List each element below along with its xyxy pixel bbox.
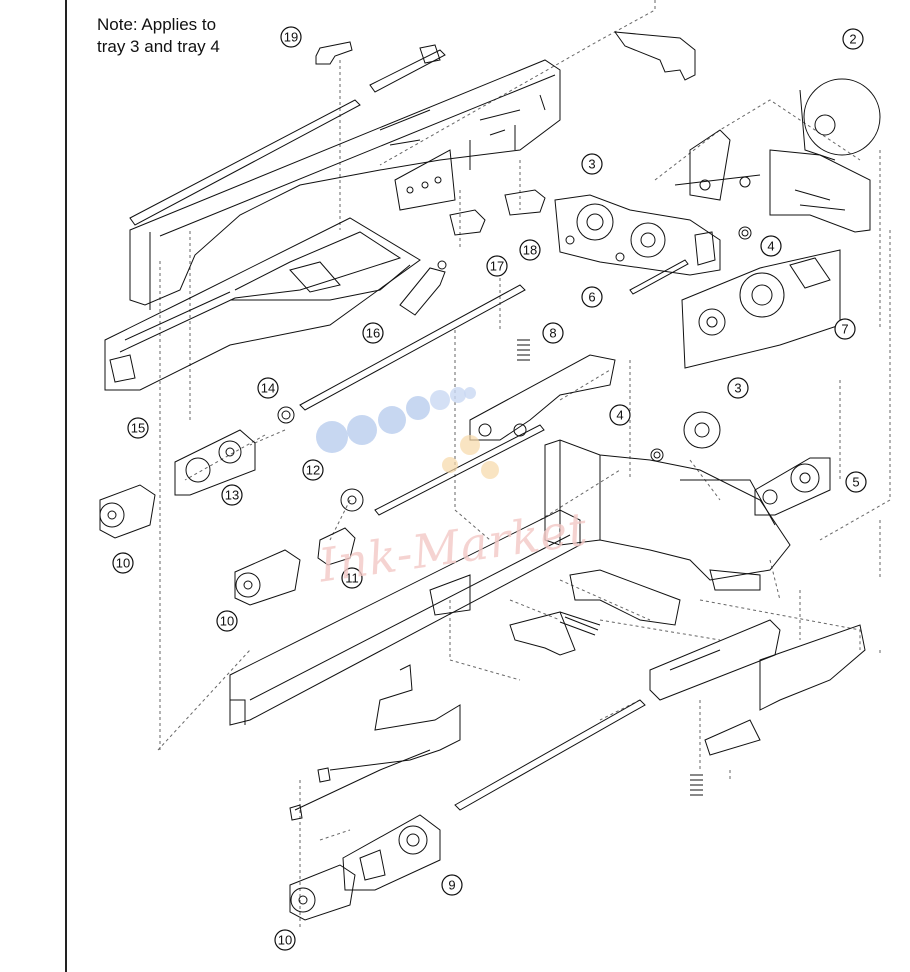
svg-text:8: 8 <box>549 326 556 341</box>
svg-text:7: 7 <box>841 322 848 337</box>
upper-frame <box>129 59 561 310</box>
watermark-dots <box>316 387 499 479</box>
svg-text:12: 12 <box>306 463 320 478</box>
svg-text:3: 3 <box>588 157 595 172</box>
spring-lower <box>559 611 601 636</box>
callout-4-lower: 4 <box>609 404 631 426</box>
part-3-gear-group <box>554 194 721 276</box>
part-17-clip <box>449 209 486 236</box>
callout-14: 14 <box>257 377 279 399</box>
callout-2: 2 <box>842 28 864 50</box>
part-2-motor <box>674 78 881 201</box>
callout-12: 12 <box>302 459 324 481</box>
part-8-spring <box>517 339 530 361</box>
callout-4-upper: 4 <box>760 235 782 257</box>
motor-bracket <box>769 149 871 233</box>
lower-crossbar <box>229 509 581 726</box>
pick-arm-assembly <box>469 354 616 441</box>
callout-18: 18 <box>519 239 541 261</box>
actuator-bracket <box>569 569 681 626</box>
svg-text:10: 10 <box>220 614 234 629</box>
svg-text:6: 6 <box>588 290 595 305</box>
callout-5: 5 <box>845 471 867 493</box>
part-11-roller <box>317 527 356 566</box>
sensor-cable <box>289 664 461 821</box>
part-4-washer <box>738 226 752 240</box>
callout-8: 8 <box>542 322 564 344</box>
callout-19: 19 <box>280 26 302 48</box>
callout-6: 6 <box>581 286 603 308</box>
callout-10-upper: 10 <box>112 552 134 574</box>
part-5-gear-group <box>754 457 831 516</box>
svg-text:9: 9 <box>448 878 455 893</box>
side-frame <box>544 439 791 591</box>
svg-text:19: 19 <box>284 30 298 45</box>
assembly-guide-lines <box>157 0 891 930</box>
part-4-washer-lower <box>650 448 664 462</box>
top-bracket <box>613 31 696 81</box>
part-9-roller-group <box>342 814 441 891</box>
callout-13: 13 <box>221 484 243 506</box>
callout-17: 17 <box>486 255 508 277</box>
callout-7: 7 <box>834 318 856 340</box>
part-10-roller-lower <box>289 864 356 921</box>
svg-text:18: 18 <box>523 243 537 258</box>
callout-3-lower: 3 <box>727 377 749 399</box>
bottom-cover <box>704 624 866 756</box>
svg-text:17: 17 <box>490 259 504 274</box>
part-18-clip <box>504 189 546 216</box>
callout-3-upper: 3 <box>581 153 603 175</box>
svg-text:16: 16 <box>366 326 380 341</box>
part-12-roller <box>340 488 364 512</box>
svg-text:2: 2 <box>849 32 856 47</box>
callout-9: 9 <box>441 874 463 896</box>
part-10-roller-middle <box>234 549 301 606</box>
svg-text:4: 4 <box>767 239 774 254</box>
callout-10-middle: 10 <box>216 610 238 632</box>
part-19-clip <box>315 41 353 65</box>
svg-text:10: 10 <box>278 933 292 948</box>
svg-text:15: 15 <box>131 421 145 436</box>
callout-11: 11 <box>341 567 363 589</box>
part-7-clutch-group <box>681 249 841 369</box>
guide-rail-left <box>129 44 446 226</box>
svg-text:4: 4 <box>616 408 623 423</box>
part-6-shaft <box>629 259 689 295</box>
lower-spring <box>690 774 703 796</box>
part-3-gear-lower <box>683 411 721 449</box>
part-14-washer <box>277 406 295 424</box>
callout-15: 15 <box>127 417 149 439</box>
page-left-border <box>65 0 67 972</box>
svg-text:10: 10 <box>116 556 130 571</box>
part-16-arm <box>399 260 447 316</box>
diagram-note: Note: Applies to tray 3 and tray 4 <box>97 15 220 56</box>
svg-text:13: 13 <box>225 488 239 503</box>
part-13-roller-group <box>174 429 256 496</box>
shaft-upper <box>299 284 526 411</box>
svg-text:11: 11 <box>345 571 359 586</box>
callout-10-lower: 10 <box>274 929 296 951</box>
sensor-bracket <box>509 611 576 656</box>
svg-text:3: 3 <box>734 381 741 396</box>
callout-16: 16 <box>362 322 384 344</box>
svg-text:5: 5 <box>852 475 859 490</box>
shaft-lower <box>454 699 646 811</box>
part-15-lift-plate <box>104 217 421 391</box>
part-10-roller-upper <box>99 484 156 539</box>
svg-text:14: 14 <box>261 381 275 396</box>
shaft-middle <box>374 424 545 516</box>
